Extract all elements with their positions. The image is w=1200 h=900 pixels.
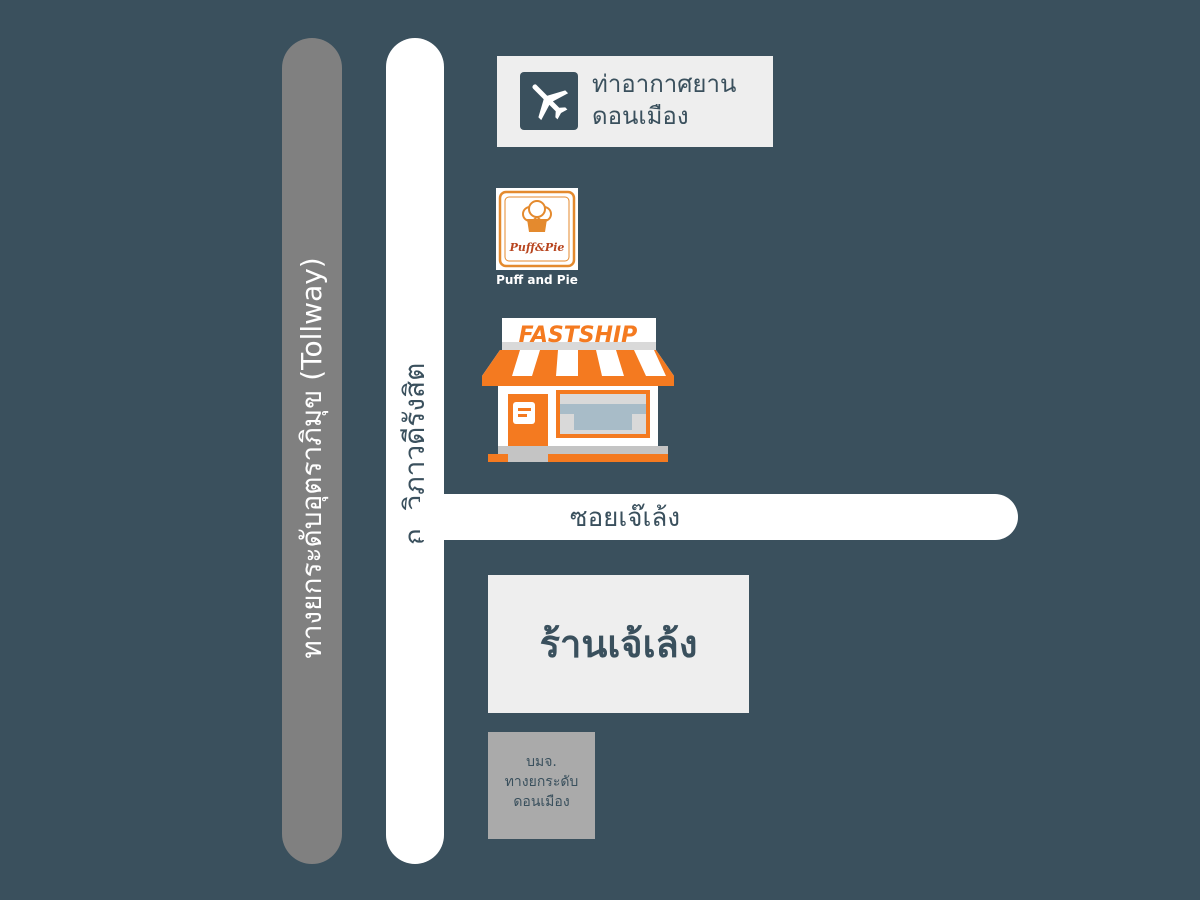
- puff-and-pie-caption: Puff and Pie: [496, 273, 578, 287]
- puff-logo-text: Puff&Pie: [509, 241, 565, 254]
- airport-name-line2: ดอนเมือง: [592, 102, 689, 130]
- airplane-icon: [520, 72, 578, 130]
- soi-label: ซอยเจ๊เล้ง: [569, 503, 681, 533]
- vibhavadi-label: ถ. วิภาวดีรังสิต: [398, 362, 431, 546]
- fastship-sign-text: FASTSHIP: [519, 323, 638, 348]
- company-name-line2: ทางยกระดับ: [504, 774, 579, 790]
- jae-leng-shop-name: ร้านเจ้เล้ง: [539, 622, 698, 666]
- airport-name: ท่าอากาศยาน ดอนเมือง: [592, 68, 768, 132]
- vibhavadi-road: [386, 38, 444, 864]
- jae-leng-shop-box: [488, 575, 749, 713]
- company-name: บมจ. ทางยกระดับ ดอนเมือง: [488, 752, 595, 812]
- company-name-line1: บมจ.: [526, 754, 557, 770]
- fastship-shop-icon: FASTSHIP: [478, 316, 678, 466]
- company-name-line3: ดอนเมือง: [513, 794, 570, 810]
- puff-and-pie-logo: Puff&Pie: [496, 188, 578, 270]
- tollway-road: [282, 38, 342, 864]
- tollway-label: ทางยกระดับอุตราภิมุข (Tollway): [295, 257, 328, 659]
- company-box: [488, 732, 595, 839]
- soi-road: [420, 494, 1018, 540]
- airport-name-line1: ท่าอากาศยาน: [592, 70, 737, 98]
